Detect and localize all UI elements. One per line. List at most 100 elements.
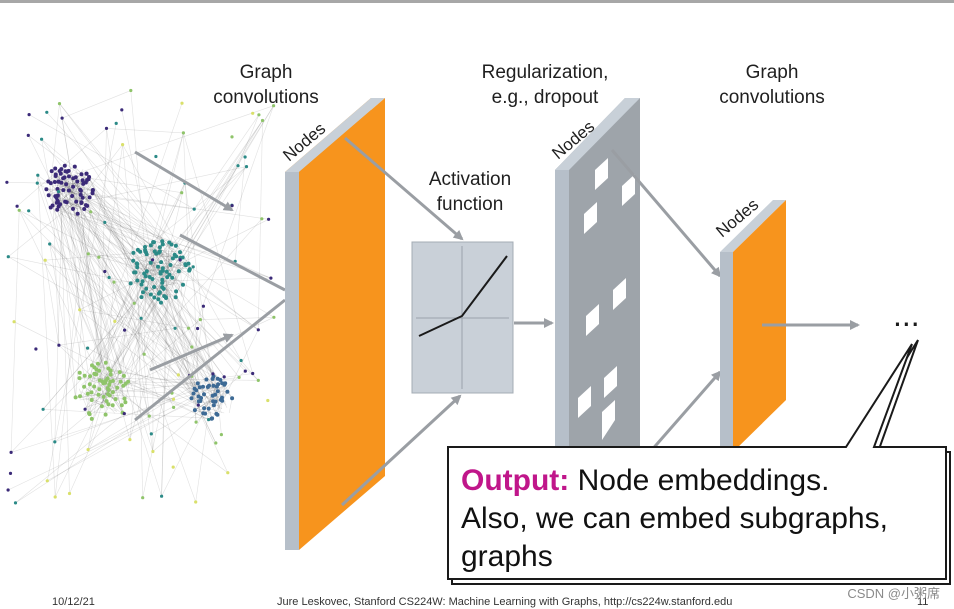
graph-node bbox=[211, 374, 216, 379]
graph-conv-label-2: Graph convolutions bbox=[706, 60, 838, 110]
graph-node bbox=[123, 400, 128, 405]
graph-node bbox=[90, 191, 95, 196]
graph-node bbox=[230, 396, 235, 401]
graph-node bbox=[12, 320, 16, 324]
layer1-arrows bbox=[340, 136, 464, 507]
graph-node bbox=[139, 295, 144, 300]
graph-node bbox=[6, 255, 10, 259]
graph-node bbox=[67, 174, 71, 179]
graph-node bbox=[172, 252, 177, 257]
graph-node bbox=[198, 318, 202, 322]
graph-conv-label-1-line2: convolutions bbox=[213, 87, 319, 108]
graph-node bbox=[272, 315, 276, 319]
activation-box bbox=[411, 241, 514, 394]
graph-node bbox=[85, 391, 90, 396]
graph-node bbox=[59, 167, 64, 172]
graph-node bbox=[119, 403, 124, 408]
graph-node bbox=[48, 242, 52, 246]
graph-node bbox=[150, 277, 155, 281]
dropout-masks bbox=[578, 158, 635, 440]
graph-node bbox=[152, 285, 157, 289]
graph-node bbox=[174, 289, 179, 294]
graph-node bbox=[159, 300, 163, 305]
graph-node bbox=[80, 178, 85, 183]
graph-node bbox=[107, 382, 112, 387]
graph-node bbox=[46, 179, 51, 184]
regularization-label: Regularization, e.g., dropout bbox=[460, 60, 630, 110]
graph-node bbox=[121, 373, 126, 378]
graph-node bbox=[56, 190, 61, 194]
graph-node bbox=[170, 256, 175, 261]
graph-node bbox=[118, 379, 123, 384]
graph-node bbox=[64, 182, 69, 187]
graph-node bbox=[53, 495, 57, 499]
footer-date: 10/12/21 bbox=[52, 596, 95, 608]
graph-node bbox=[152, 249, 157, 254]
footer-citation: Jure Leskovec, Stanford CS224W: Machine … bbox=[277, 596, 733, 608]
graph-node bbox=[173, 243, 178, 248]
graph-node bbox=[211, 399, 216, 404]
graph-node bbox=[225, 389, 230, 394]
graph-conv-label-1: Graph convolutions bbox=[200, 60, 332, 110]
graph-node bbox=[160, 280, 165, 285]
graph-node bbox=[71, 206, 75, 211]
graph-conv-label-2-line1: Graph bbox=[745, 62, 799, 83]
graph-node bbox=[87, 195, 92, 200]
graph-node bbox=[27, 209, 31, 213]
graph-node bbox=[226, 471, 230, 475]
graph-node bbox=[135, 262, 140, 267]
graph-node bbox=[260, 118, 265, 123]
graph-node bbox=[53, 440, 57, 444]
graph-node bbox=[207, 383, 211, 388]
graph-node bbox=[46, 193, 51, 198]
graph-node bbox=[94, 372, 99, 377]
graph-node bbox=[201, 304, 205, 308]
callout-line3: graphs bbox=[461, 540, 553, 573]
graph-node bbox=[141, 290, 145, 295]
graph-node bbox=[128, 438, 132, 442]
graph-node bbox=[140, 279, 145, 284]
graph-node bbox=[97, 387, 102, 392]
graph-node bbox=[6, 488, 10, 492]
graph-node bbox=[220, 398, 225, 403]
graph-node bbox=[75, 179, 80, 184]
graph-node bbox=[143, 245, 147, 249]
graph-node bbox=[53, 174, 58, 178]
graph-node bbox=[178, 250, 182, 255]
graph-node bbox=[197, 385, 202, 390]
graph-node bbox=[132, 301, 136, 305]
conv-layer-1 bbox=[285, 98, 385, 550]
graph-node bbox=[101, 382, 105, 386]
graph-node bbox=[202, 392, 206, 397]
graph-node bbox=[194, 420, 198, 424]
graph-node bbox=[97, 255, 101, 259]
graph-node bbox=[222, 375, 226, 379]
graph-node bbox=[131, 258, 136, 263]
activation-label-line2: function bbox=[436, 194, 504, 215]
callout-text: Output: Node embeddings. Also, we can em… bbox=[461, 462, 931, 576]
graph-node bbox=[126, 379, 131, 384]
graph-node bbox=[191, 265, 195, 269]
graph-node bbox=[77, 376, 82, 381]
graph-node bbox=[5, 180, 9, 184]
graph-node bbox=[167, 240, 172, 245]
graph-node bbox=[191, 391, 196, 396]
graph-node bbox=[113, 319, 117, 323]
graph-node bbox=[156, 291, 161, 296]
graph-node bbox=[107, 275, 111, 280]
graph-node bbox=[267, 217, 271, 221]
graph-node bbox=[165, 275, 170, 280]
graph-node bbox=[143, 248, 148, 253]
graph-node bbox=[149, 432, 153, 436]
graph-node bbox=[106, 402, 111, 407]
graph-node bbox=[9, 450, 13, 454]
graph-node bbox=[162, 294, 167, 299]
top-rule bbox=[0, 0, 954, 3]
graph-node bbox=[65, 169, 69, 174]
graph-node bbox=[168, 263, 173, 267]
graph-node bbox=[26, 133, 30, 137]
graph-node bbox=[156, 264, 160, 269]
graph-node bbox=[122, 412, 126, 416]
graph-node bbox=[244, 165, 249, 169]
